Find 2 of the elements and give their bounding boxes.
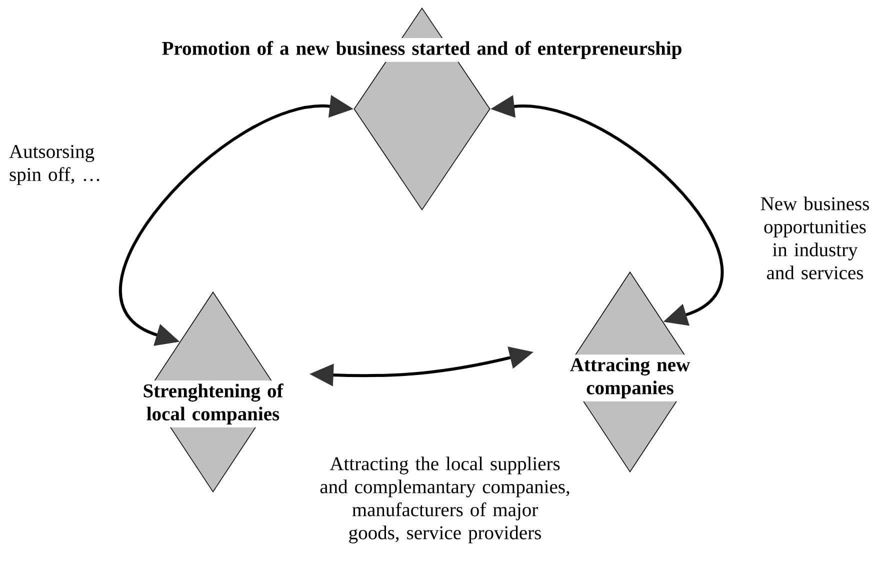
edge-label: Autsorsing spin off, … (9, 144, 100, 186)
edge-label: New business opportunities in industry and services (760, 196, 869, 280)
